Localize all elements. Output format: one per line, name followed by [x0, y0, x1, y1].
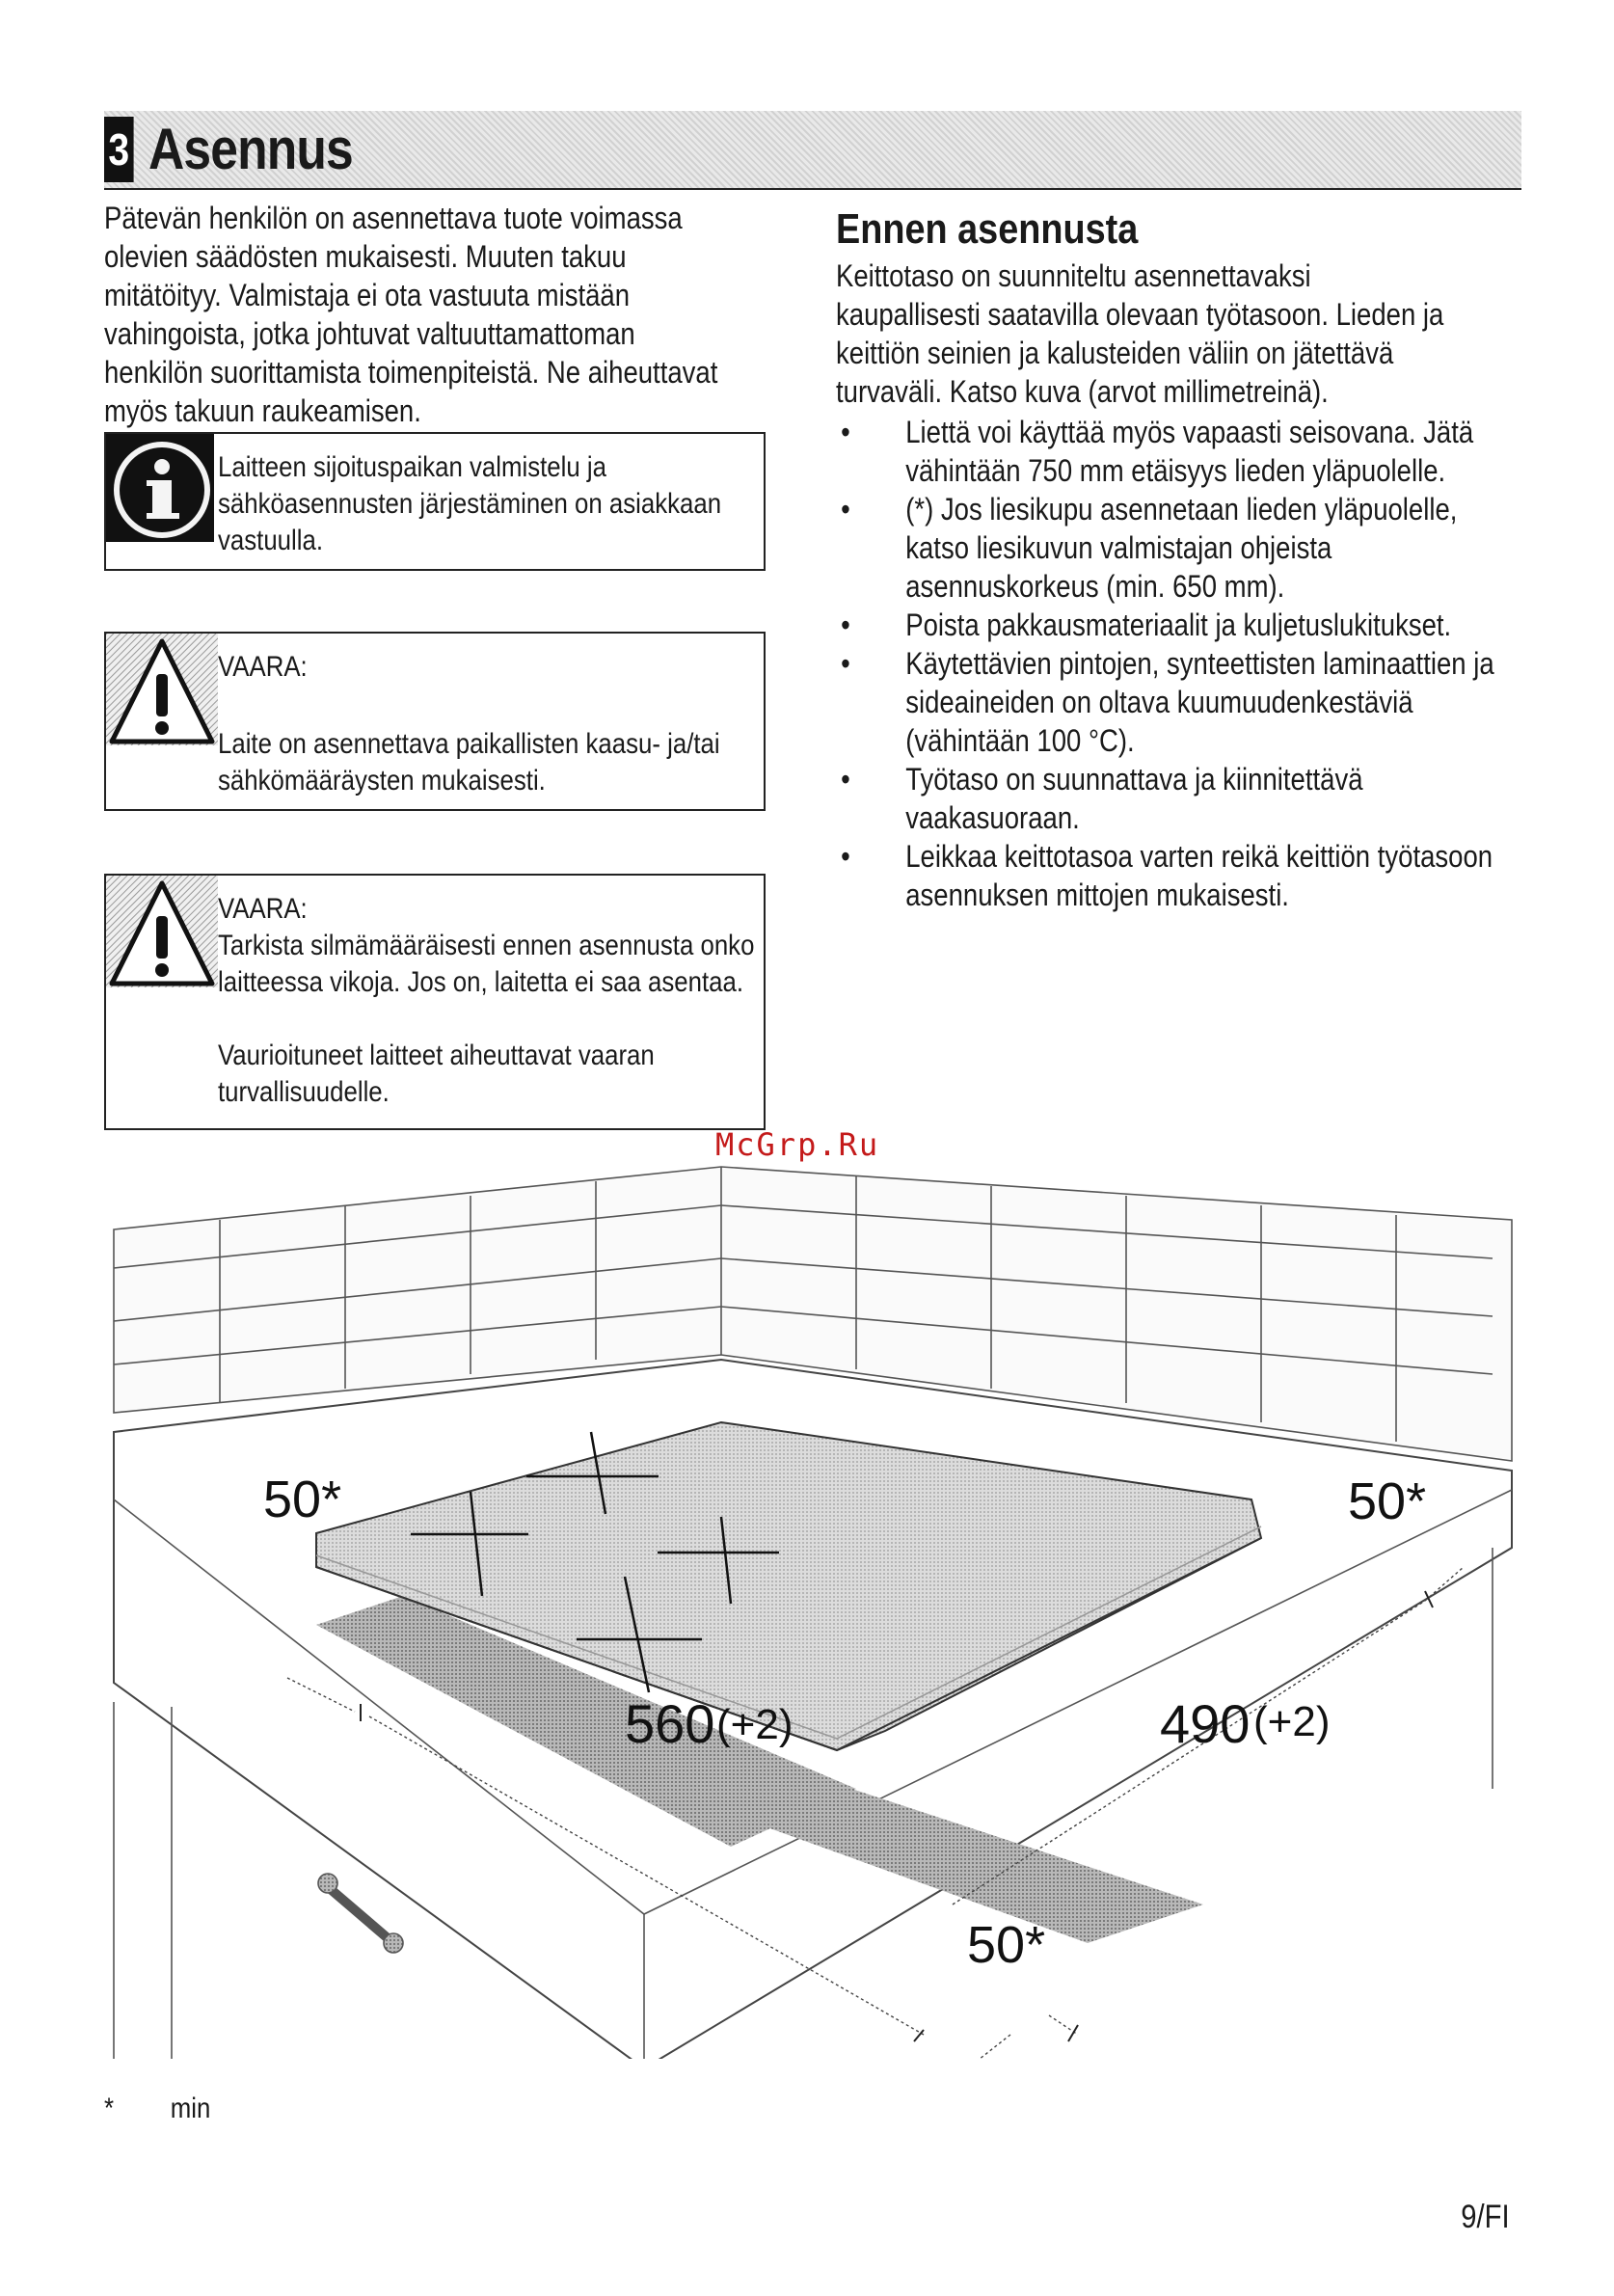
footnote: * min — [104, 2091, 210, 2127]
list-item: • Työtaso on suunnattava ja kiinnitettävä… — [836, 760, 1499, 837]
bullet-icon: • — [841, 492, 850, 527]
before-install-bullets: • Liettä voi käyttää myös vapaasti seisov… — [836, 413, 1499, 914]
warning-1-title: VAARA: — [218, 651, 308, 683]
warning-triangle-icon — [106, 876, 218, 996]
footnote-symbol: * — [104, 2093, 115, 2124]
warning-2-text-1: Tarkista silmämääräisesti ennen asennust… — [218, 930, 755, 998]
info-icon — [106, 434, 214, 547]
dim-width-tolerance: (+2) — [716, 1701, 793, 1748]
watermark: McGrp.Ru — [715, 1126, 880, 1163]
dim-right-clearance: 50* — [1348, 1472, 1426, 1530]
warning-1-text: Laite on asennettava paikallisten kaasu-… — [218, 728, 720, 797]
installation-diagram: 50* 560 (+2) 490 (+2) 50* 50* — [113, 1166, 1513, 2059]
warning-triangle-icon — [106, 634, 218, 754]
warning-notice-1: VAARA: Laite on asennettava paikallisten… — [104, 632, 766, 811]
bullet-icon: • — [841, 608, 850, 642]
section-header: 3 Asennus — [104, 111, 1521, 190]
info-notice-text: Laitteen sijoituspaikan valmistelu ja sä… — [218, 451, 722, 556]
dim-width: 560 — [625, 1693, 714, 1754]
list-item: • Liettä voi käyttää myös vapaasti seisov… — [836, 413, 1499, 490]
dim-front-clearance: 50* — [967, 1916, 1045, 1974]
info-notice: Laitteen sijoituspaikan valmistelu ja sä… — [104, 432, 766, 571]
bullet-icon: • — [841, 646, 850, 681]
warning-2-text-2: Vaurioituneet laitteet aiheuttavat vaara… — [218, 1040, 655, 1108]
list-item: • (*) Jos liesikupu asennetaan lieden ylä… — [836, 490, 1499, 606]
bullet-icon: • — [841, 415, 850, 449]
list-item: • Poista pakkausmateriaalit ja kuljetuslu… — [836, 606, 1499, 644]
bullet-icon: • — [841, 839, 850, 874]
list-item: • Käytettävien pintojen, synteettisten la… — [836, 644, 1499, 760]
footnote-text: min — [170, 2093, 211, 2124]
section-title: Asennus — [148, 117, 354, 181]
section-number: 3 — [104, 117, 134, 182]
list-item-text: Poista pakkausmateriaalit ja kuljetusluk… — [905, 608, 1452, 642]
dim-depth: 490 — [1160, 1693, 1250, 1754]
dim-left-clearance: 50* — [263, 1471, 341, 1528]
bullet-icon: • — [841, 762, 850, 797]
list-item-text: Liettä voi käyttää myös vapaasti seisova… — [905, 415, 1474, 488]
dim-depth-tolerance: (+2) — [1253, 1698, 1330, 1745]
intro-paragraph: Pätevän henkilön on asennettava tuote vo… — [104, 201, 718, 428]
list-item-text: Leikkaa keittotasoa varten reikä keittiö… — [905, 839, 1493, 912]
before-install-heading: Ennen asennusta — [836, 205, 1139, 253]
page-number: 9/FI — [1461, 2199, 1510, 2235]
list-item-text: Käytettävien pintojen, synteettisten lam… — [905, 646, 1494, 758]
list-item-text: (*) Jos liesikupu asennetaan lieden yläp… — [905, 492, 1458, 604]
warning-2-title: VAARA: — [218, 893, 308, 925]
before-install-paragraph: Keittotaso on suunniteltu asennettavaksi… — [836, 258, 1444, 409]
list-item: • Leikkaa keittotasoa varten reikä keitti… — [836, 837, 1499, 914]
warning-notice-2: VAARA: Tarkista silmämääräisesti ennen a… — [104, 874, 766, 1130]
list-item-text: Työtaso on suunnattava ja kiinnitettävä … — [905, 762, 1363, 835]
